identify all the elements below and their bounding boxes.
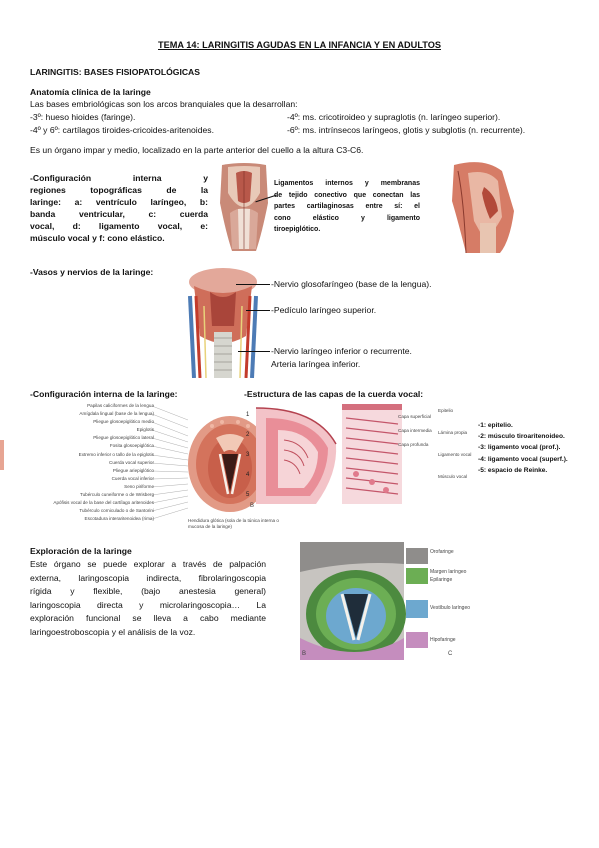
figure-edge xyxy=(0,440,4,470)
config2-label: Tubérculo corniculado o de Santorini xyxy=(79,508,154,514)
ligament-line: tiroepiglótico. xyxy=(274,226,321,233)
config2-label: Extremo inferior o tallo de la epiglotis xyxy=(78,451,154,457)
nerve-recurrente: -Nervio laríngeo inferior o recurrente. xyxy=(271,346,412,356)
ligament-line: cono elástico y ligamento xyxy=(274,214,420,222)
exploracion-line: laringoscopia directa y microlaringoscop… xyxy=(30,599,266,610)
config2-label: Cuerda vocal inferior xyxy=(111,475,154,481)
capas-number: 5 xyxy=(246,492,250,498)
config2-label: Apófisis vocal de la base del cartílago … xyxy=(53,500,154,506)
pointer-recurrente xyxy=(238,351,270,352)
config2-label: Seno piriforme xyxy=(124,483,154,489)
capas-number-list: 1 2 3 4 5 xyxy=(246,405,256,505)
config2-label: Pliegue glosoepiglótico lateral xyxy=(93,435,154,441)
vessels-heading: -Vasos y nervios de la laringe: xyxy=(30,267,154,277)
config2-caption: Hendidura glótica (sola de la túnica int… xyxy=(188,518,279,529)
ligament-line: Ligamentos internos y membranas xyxy=(274,180,420,187)
config2-label-list: Papilas caliciformes de la lengua Amígda… xyxy=(4,402,154,523)
vocal-cord-histology-figure xyxy=(342,404,402,504)
capas-legend-item: -4: ligamento vocal (superf.). xyxy=(478,455,568,463)
exploracion-line: rígida y flexible, (bajo anestesia gener… xyxy=(30,586,266,596)
exploracion-line: laringoestroboscopia y el análisis de la… xyxy=(30,626,196,637)
exploracion-line: Este órgano se puede explorar a través d… xyxy=(30,559,266,569)
config-line: -Configuración interna y xyxy=(30,173,208,183)
laryngoscopy-figure xyxy=(300,542,456,660)
config-line: músculo vocal y f: cono elástico. xyxy=(30,233,165,243)
pointer-pediculo xyxy=(246,310,270,311)
config2-heading: -Configuración interna de la laringe: xyxy=(30,389,178,399)
capas-layer-label: Capa profunda xyxy=(398,442,429,447)
intro-text: Las bases embriológicas son los arcos br… xyxy=(30,99,298,109)
capas-layer-label: Capa intermedia xyxy=(398,428,432,433)
larynx-coronal-figure xyxy=(216,163,272,251)
larynx-sagittal-figure xyxy=(444,161,518,253)
ligament-line: de tejido conectivo que conectan las xyxy=(274,191,420,199)
arch-4: -4º: ms. cricotiroideo y supraglotis (n.… xyxy=(287,112,501,122)
anatomy-subheading: Anatomía clínica de la laringe xyxy=(30,87,151,97)
arch-6: -6º: ms. intrínsecos laríngeos, glotis y… xyxy=(287,125,526,135)
exploracion-line: exploración funcional se lleva a cabo me… xyxy=(30,613,266,623)
config-line: banda ventricular, c: cuerda xyxy=(30,209,208,219)
nerve-glosofaringeo: -Nervio glosofaríngeo (base de la lengua… xyxy=(271,279,432,289)
capas-right-label: Lámina propia xyxy=(438,430,468,435)
ligament-line: partes cartilaginosas entre sí: el xyxy=(274,203,420,210)
arteria-laringea: Arteria laríngea inferior. xyxy=(271,359,361,369)
capas-right-label: Epitelio xyxy=(438,408,454,413)
capas-right-label: Ligamento vocal xyxy=(438,452,472,457)
capas-legend-item: -3: ligamento vocal (prof.). xyxy=(478,444,561,452)
config2-label: Fosita glosoepiglótica xyxy=(109,443,154,449)
config2-label: Pliegue glosoepiglótico medio xyxy=(93,419,154,425)
arch-3: -3º: hueso hioides (faringe). xyxy=(30,112,136,122)
config2-label: Papilas caliciformes de la lengua xyxy=(87,403,154,408)
capas-right-labels: Epitelio Lámina propia Ligamento vocal M… xyxy=(438,400,474,488)
pointer-glosofaringeo xyxy=(236,284,270,285)
config2-label: Tubérculo cuneiforme o de Wrisberg xyxy=(79,492,154,498)
capas-legend-item: -1: epitelio. xyxy=(478,422,513,429)
label-epilaringe: Epilaringe xyxy=(430,577,453,583)
config2-label: Escotadura interaritenoidea (rima) xyxy=(84,516,154,522)
config2-label: Cuerda vocal superior xyxy=(109,459,154,465)
capas-number: 1 xyxy=(246,412,250,418)
config2-label: Amígdala lingual (base de la lengua) xyxy=(79,411,154,417)
config-line: laringe: a: ventrículo laríngeo, b: xyxy=(30,197,208,207)
capas-legend-item: -2: músculo tiroaritenoideo. xyxy=(478,433,565,441)
exploracion-heading: Exploración de la laringe xyxy=(30,546,132,556)
config2-leader-lines xyxy=(152,405,188,520)
capas-layer-label: Capa superficial xyxy=(398,414,431,419)
exploracion-line: externa, laringoscopia indirecta, fibrol… xyxy=(30,572,266,583)
capas-legend-item: -5: espacio de Reinke. xyxy=(478,466,548,474)
laryngoscopy-mark-c: C xyxy=(448,651,453,657)
capas-number: 4 xyxy=(246,472,250,478)
capas-heading: -Estructura de las capas de la cuerda vo… xyxy=(244,389,424,399)
label-vestibulo: Vestíbulo laríngeo xyxy=(430,605,471,611)
organ-location: Es un órgano impar y medio, localizado e… xyxy=(30,145,364,155)
config2-label: Epiglotis xyxy=(136,427,154,433)
vessels-nerves-figure xyxy=(180,266,266,378)
laryngoscopy-mark-b: B xyxy=(302,651,307,657)
capas-number: 2 xyxy=(246,432,250,438)
arch-4-6: -4º y 6º: cartílagos tiroides-cricoides-… xyxy=(30,125,214,135)
ligament-text-block: Ligamentos internos y membranas de tejid… xyxy=(274,178,420,236)
laryngoscopic-view-figure xyxy=(186,410,274,514)
label-margen-laringeo: Margen laríngeo xyxy=(430,569,467,575)
capas-figure-mark: B xyxy=(250,503,255,509)
config-line: vocal, d: ligamento vocal, e: xyxy=(30,221,208,231)
capas-right-label: Músculo vocal xyxy=(438,474,468,479)
config-text-block: -Configuración interna y regiones topogr… xyxy=(30,172,208,244)
config-line: regiones topográficas de la xyxy=(30,185,208,195)
label-hipofaringe: Hipofaringe xyxy=(430,637,456,643)
capas-number: 3 xyxy=(246,452,250,458)
capas-layer-labels: Capa superficial Capa intermedia Capa pr… xyxy=(398,410,434,452)
page-title: TEMA 14: LARINGITIS AGUDAS EN LA INFANCI… xyxy=(158,40,441,50)
capas-legend: -1: epitelio. -2: músculo tiroaritenoide… xyxy=(478,420,568,476)
exploracion-text-block: Este órgano se puede explorar a través d… xyxy=(30,558,266,639)
vocal-cord-section-figure xyxy=(256,404,340,506)
label-orofaringe: Orofaringe xyxy=(430,549,454,555)
config2-label: Pliegue ariepiglótico xyxy=(112,467,154,473)
nerve-pediculo: -Pedículo laríngeo superior. xyxy=(271,305,377,315)
section-heading: LARINGITIS: BASES FISIOPATOLÓGICAS xyxy=(30,67,200,77)
